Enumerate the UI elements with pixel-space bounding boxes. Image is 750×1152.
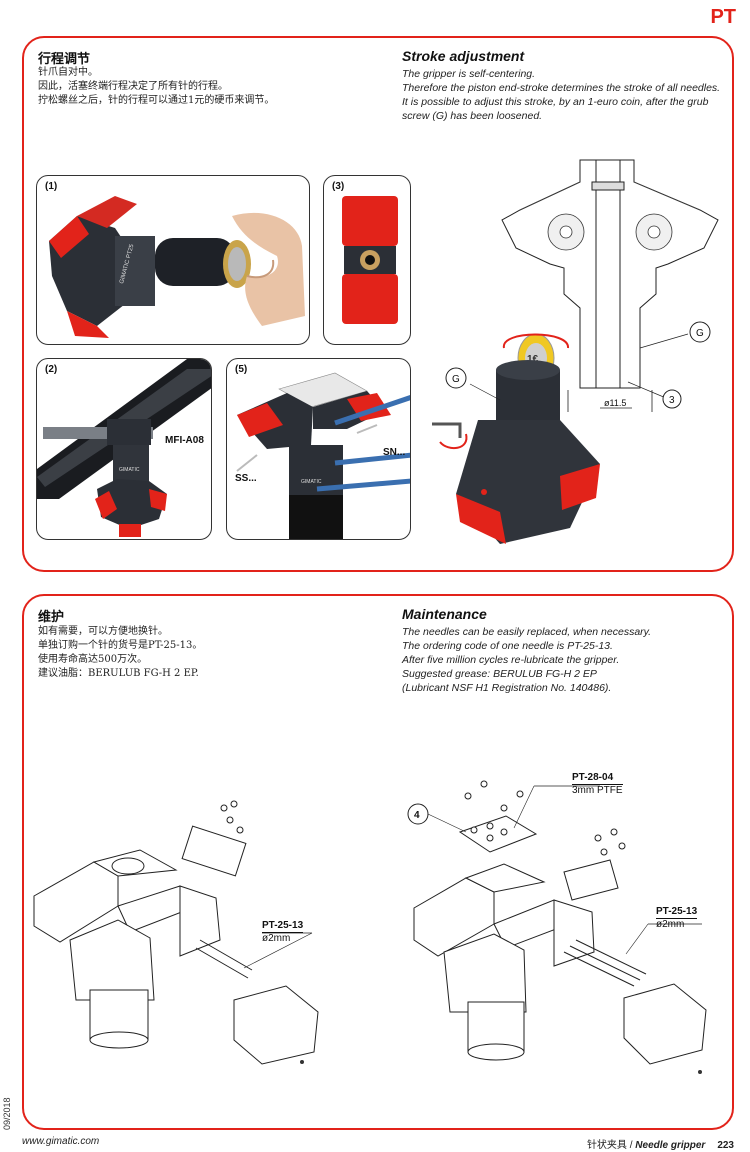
stroke-technical-drawing: ø11.5 3 G 1€ G xyxy=(432,159,719,544)
photo-mounting-bracket: (2) GIMATIC MFI-A08 xyxy=(36,358,212,540)
stroke-adjustment-panel xyxy=(22,36,734,572)
sn-callout-text: SN... xyxy=(383,447,406,458)
website-url: www.gimatic.com xyxy=(22,1136,100,1147)
gripper-with-coin-illustration: GIMATIC PT25 xyxy=(49,196,305,338)
photo-label: (1) xyxy=(45,181,58,192)
maintenance-en-line: Suggested grease: BERULUB FG-H 2 EP xyxy=(402,668,597,680)
balloon-g-section: G xyxy=(696,328,704,339)
page-number: 223 xyxy=(717,1140,734,1151)
section-name-en: Needle gripper xyxy=(635,1140,706,1151)
engraving-text: GIMATIC xyxy=(301,479,322,485)
product-code-tag: PT xyxy=(710,6,736,28)
ss-callout-text: SS... xyxy=(235,473,257,484)
maintenance-title-en: Maintenance xyxy=(402,606,487,622)
maintenance-en-line: The ordering code of one needle is PT-25… xyxy=(402,640,613,652)
maintenance-text-en: The needles can be easily replaced, when… xyxy=(402,625,722,695)
photo-label: (2) xyxy=(45,364,58,375)
maintenance-title-zh: 维护 xyxy=(38,610,65,625)
balloon-3: 3 xyxy=(669,395,675,406)
maintenance-en-line: (Lubricant NSF H1 Registration No. 14048… xyxy=(402,682,612,694)
stroke-title-zh: 行程调节 xyxy=(38,52,91,67)
revision-date: 09/2018 xyxy=(2,1097,12,1130)
ptfe-plate-replacement-drawing: 4 xyxy=(407,780,707,1074)
maintenance-en-line: After five million cycles re-lubricate t… xyxy=(402,654,620,666)
stroke-zh-line: 拧松螺丝之后，针的行程可以通过1元的硬币来调节。 xyxy=(38,95,275,106)
needle-code: PT-25-13 xyxy=(262,920,304,933)
photo-side-view: (3) xyxy=(323,175,411,345)
left-needle-callout: PT-25-13 ø2mm xyxy=(262,920,304,944)
engraving-text: GIMATIC xyxy=(119,467,140,473)
maintenance-panel xyxy=(22,594,734,1130)
photo-coin-adjust: (1) GIMATIC PT25 xyxy=(36,175,310,345)
gripper-with-sensors-illustration: GIMATIC xyxy=(236,372,410,539)
needle-diameter: ø2mm xyxy=(656,919,685,930)
maintenance-zh-line: 使用寿命高达500万次。 xyxy=(38,654,148,665)
needle-diameter: ø2mm xyxy=(262,933,291,944)
ptfe-plate-thickness: 3mm PTFE xyxy=(572,785,623,796)
gripper-side-illustration xyxy=(342,196,398,324)
photo-label: (5) xyxy=(235,364,248,375)
stroke-zh-line: 因此，活塞终端行程决定了所有针的行程。 xyxy=(38,81,228,92)
mfi-callout-text: MFI-A08 xyxy=(165,435,204,446)
maintenance-zh-line: 如有需要，可以方便地换针。 xyxy=(38,626,168,637)
photo-sensors: (5) GIMATIC SN... SS... xyxy=(226,358,411,540)
stroke-en-line: Therefore the piston end-stroke determin… xyxy=(402,82,721,94)
sn-callout: SN... xyxy=(383,447,405,458)
stroke-title-en: Stroke adjustment xyxy=(402,48,525,64)
stroke-text-en: The gripper is self-centering. Therefore… xyxy=(402,67,722,123)
ptfe-plate-callout: PT-28-04 3mm PTFE xyxy=(572,772,623,796)
maintenance-zh-line: 建议油脂：BERULUB FG-H 2 EP. xyxy=(38,668,199,679)
stroke-en-line: It is possible to adjust this stroke, by… xyxy=(402,96,709,122)
section-name-zh: 针状夹具 / xyxy=(586,1140,636,1151)
footer-section: 针状夹具 / Needle gripper 223 xyxy=(587,1136,734,1151)
maintenance-zh-line: 单独订购一个针的货号是PT-25-13。 xyxy=(38,640,203,651)
balloon-g-iso: G xyxy=(452,374,460,385)
needle-replacement-drawing xyxy=(33,800,319,1065)
maintenance-en-line: The needles can be easily replaced, when… xyxy=(402,626,652,638)
needle-code: PT-25-13 xyxy=(656,906,698,919)
diameter-label: ø11.5 xyxy=(604,398,626,408)
stroke-en-line: The gripper is self-centering. xyxy=(402,68,536,80)
photo-label: (3) xyxy=(332,181,345,192)
gripper-on-rail-illustration: GIMATIC xyxy=(37,359,211,537)
maintenance-text-zh: 如有需要，可以方便地换针。 单独订购一个针的货号是PT-25-13。 使用寿命高… xyxy=(38,625,202,681)
balloon-4: 4 xyxy=(414,810,420,821)
ss-callout: SS... xyxy=(235,473,257,484)
ptfe-plate-code: PT-28-04 xyxy=(572,772,623,785)
stroke-zh-line: 针爪自对中。 xyxy=(38,67,98,78)
mfi-callout: MFI-A08 xyxy=(165,435,204,446)
stroke-text-zh: 针爪自对中。 因此，活塞终端行程决定了所有针的行程。 拧松螺丝之后，针的行程可以… xyxy=(38,66,274,108)
coin-mark: 1€ xyxy=(527,354,539,365)
right-needle-callout: PT-25-13 ø2mm xyxy=(656,906,698,930)
